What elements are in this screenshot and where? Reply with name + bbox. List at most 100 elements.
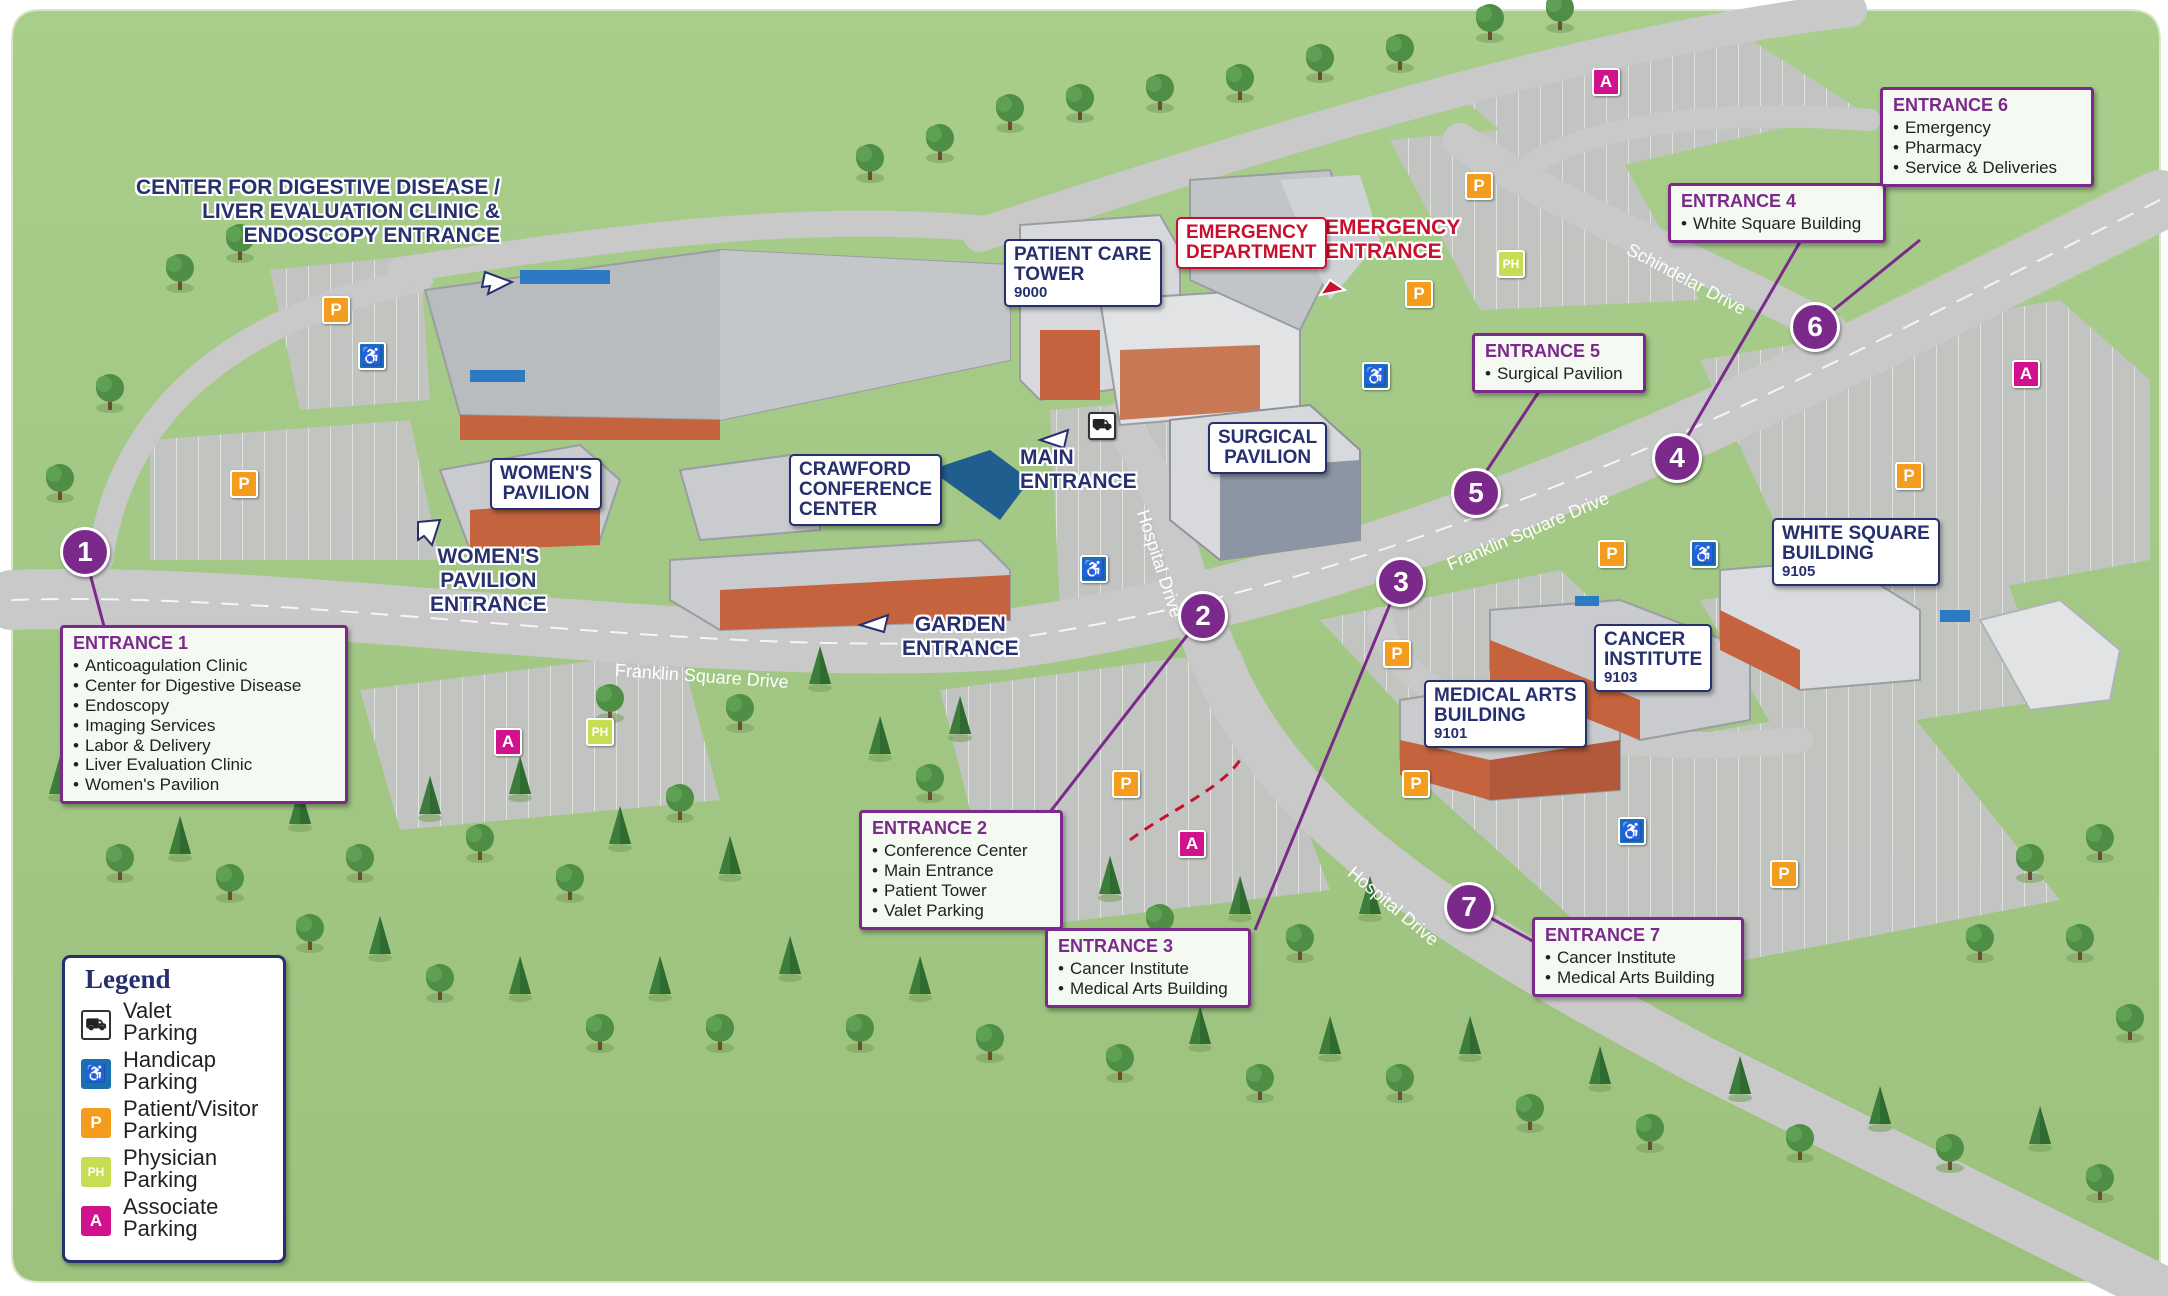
entrance-marker-1[interactable]: 1 [60, 527, 110, 577]
patient-parking-marker: P [1465, 172, 1493, 200]
digestive-label-line1: CENTER FOR DIGESTIVE DISEASE / [135, 176, 500, 199]
associate-parking-marker: A [1178, 830, 1206, 858]
cancer-institute-label: CANCER INSTITUTE 9103 [1594, 624, 1713, 692]
white-square-line2: BUILDING [1782, 542, 1874, 564]
entrance-6-item: Emergency [1893, 118, 2081, 138]
legend-title: Legend [85, 964, 171, 994]
entrance-1-item: Labor & Delivery [73, 736, 335, 756]
legend-associate-line1: Associate [123, 1194, 219, 1219]
entrance-1-item: Liver Evaluation Clinic [73, 755, 335, 775]
entrance-5-callout: ENTRANCE 5 Surgical Pavilion [1472, 333, 1646, 393]
associate-parking-marker: A [1592, 68, 1620, 96]
emergency-entrance-label: EMERGENCY ENTRANCE [1325, 216, 1460, 264]
patient-parking-marker: P [1598, 540, 1626, 568]
crawford-line2: CONFERENCE [799, 478, 933, 500]
entrance-1-callout: ENTRANCE 1 Anticoagulation Clinic Center… [60, 625, 348, 805]
entrance-marker-3[interactable]: 3 [1376, 557, 1426, 607]
legend-handicap-line2: Parking [123, 1069, 198, 1094]
garden-entrance-label: GARDEN ENTRANCE [902, 613, 1019, 661]
entrance-7-item: Medical Arts Building [1545, 968, 1731, 988]
car-icon: ⛟ [1088, 412, 1116, 440]
womens-pavilion-line1: WOMEN'S [500, 463, 593, 484]
surgical-line2: PAVILION [1224, 446, 1312, 468]
entrance-2-item: Patient Tower [872, 881, 1050, 901]
main-entrance-line1: MAIN [1020, 446, 1074, 469]
legend-valet-line2: Parking [123, 1020, 198, 1045]
entrance-marker-6[interactable]: 6 [1790, 302, 1840, 352]
patient-parking-marker: P [1383, 640, 1411, 668]
entrance-7-title: ENTRANCE 7 [1545, 925, 1661, 945]
crawford-line3: CENTER [799, 498, 878, 520]
entrance-1-item: Center for Digestive Disease [73, 676, 335, 696]
patient-parking-marker: P [1895, 462, 1923, 490]
patient-parking-marker: P [230, 470, 258, 498]
entrance-6-callout: ENTRANCE 6 Emergency Pharmacy Service & … [1880, 87, 2094, 187]
entrance-6-item: Pharmacy [1893, 138, 2081, 158]
cancer-line2: INSTITUTE [1604, 648, 1703, 670]
physician-parking-icon: PH [81, 1157, 111, 1187]
entrance-2-callout: ENTRANCE 2 Conference Center Main Entran… [859, 810, 1063, 930]
patient-tower-line2: TOWER [1014, 263, 1085, 285]
entrance-3-callout: ENTRANCE 3 Cancer Institute Medical Arts… [1045, 928, 1251, 1008]
car-icon: ⛟ [81, 1010, 111, 1040]
entrance-marker-2[interactable]: 2 [1178, 591, 1228, 641]
legend-associate-line2: Parking [123, 1216, 198, 1241]
emergency-entrance-line1: EMERGENCY [1325, 216, 1461, 239]
cancer-line1: CANCER [1604, 629, 1686, 650]
digestive-label-line3: ENDOSCOPY ENTRANCE [243, 224, 500, 248]
patient-parking-marker: P [1112, 770, 1140, 798]
associate-parking-marker: A [2012, 360, 2040, 388]
wheelchair-icon: ♿ [1690, 540, 1718, 568]
legend-patient-line1: Patient/Visitor [123, 1096, 259, 1121]
womens-entrance-line2: PAVILION [440, 569, 537, 593]
emergency-entrance-line2: ENTRANCE [1325, 240, 1442, 264]
white-square-line1: WHITE SQUARE [1782, 523, 1930, 544]
entrance-arrows [417, 270, 1070, 634]
womens-entrance-line1: WOMEN'S [437, 545, 540, 568]
crawford-line1: CRAWFORD [799, 459, 911, 480]
emergency-entrance-arrow [1317, 278, 1348, 297]
entrance-1-item: Endoscopy [73, 696, 335, 716]
entrance-marker-5[interactable]: 5 [1451, 468, 1501, 518]
digestive-disease-entrance-label: CENTER FOR DIGESTIVE DISEASE / LIVER EVA… [130, 176, 500, 248]
physician-parking-marker: PH [1497, 250, 1525, 278]
white-square-building-label: WHITE SQUARE BUILDING 9105 [1772, 518, 1940, 586]
entrance-3-item: Medical Arts Building [1058, 979, 1238, 999]
white-square-number: 9105 [1782, 562, 1816, 580]
main-entrance-label: MAIN ENTRANCE [1020, 446, 1137, 494]
legend-handicap-line1: Handicap [123, 1047, 216, 1072]
womens-entrance-line3: ENTRANCE [430, 593, 547, 617]
medical-arts-number: 9101 [1434, 724, 1468, 742]
crawford-conference-center-label: CRAWFORD CONFERENCE CENTER [789, 454, 943, 526]
digestive-label-line2: LIVER EVALUATION CLINIC & [202, 200, 500, 224]
garden-entrance-line1: GARDEN [914, 613, 1006, 636]
entrance-4-callout: ENTRANCE 4 White Square Building [1668, 183, 1886, 243]
associate-parking-marker: A [494, 728, 522, 756]
cancer-number: 9103 [1604, 668, 1638, 686]
entrance-2-title: ENTRANCE 2 [872, 818, 988, 838]
womens-pavilion-line2: PAVILION [502, 482, 590, 504]
entrance-marker-7[interactable]: 7 [1444, 882, 1494, 932]
entrance-marker-4[interactable]: 4 [1652, 433, 1702, 483]
womens-pavilion-label: WOMEN'S PAVILION [490, 458, 603, 510]
patient-parking-marker: P [1770, 860, 1798, 888]
emergency-dept-line1: EMERGENCY [1186, 222, 1309, 243]
patient-parking-marker: P [1402, 770, 1430, 798]
patient-tower-number: 9000 [1014, 283, 1048, 301]
entrance-1-item: Imaging Services [73, 716, 335, 736]
medical-arts-building-label: MEDICAL ARTS BUILDING 9101 [1424, 680, 1587, 748]
wheelchair-icon: ♿ [1618, 817, 1646, 845]
garden-entrance-line2: ENTRANCE [902, 637, 1019, 661]
entrance-7-item: Cancer Institute [1545, 948, 1731, 968]
entrance-5-title: ENTRANCE 5 [1485, 341, 1601, 361]
entrance-3-title: ENTRANCE 3 [1058, 936, 1174, 956]
entrance-2-item: Main Entrance [872, 861, 1050, 881]
entrance-6-title: ENTRANCE 6 [1893, 95, 2009, 115]
wheelchair-icon: ♿ [358, 342, 386, 370]
patient-parking-marker: P [322, 296, 350, 324]
